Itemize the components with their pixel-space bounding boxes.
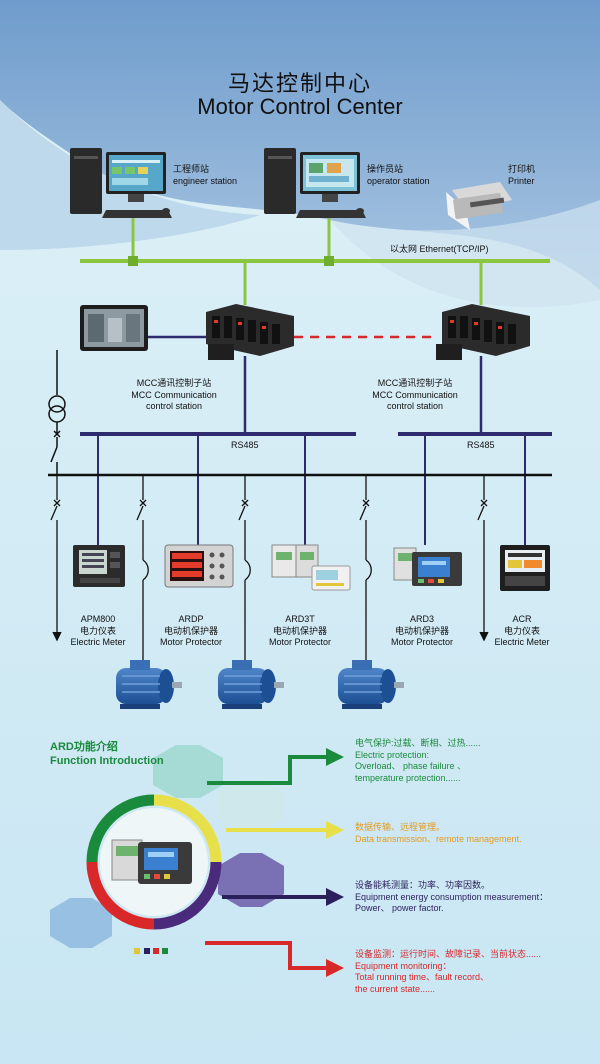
hexagon (153, 745, 223, 798)
ethernet-label: 以太网 Ethernet(TCP/IP) (390, 244, 489, 254)
device-label-ard3: ARD3 电动机保护器 Motor Protector (390, 614, 454, 647)
printer-icon (446, 182, 512, 230)
feeder-ard3 (359, 475, 372, 672)
feeder-acr (477, 475, 489, 642)
function-data-transmission: 数据传输、远程管理。 Data transmission、remote mana… (355, 822, 522, 844)
function-heading: ARD功能介绍 Function Introduction (50, 741, 164, 767)
hexagon (218, 853, 284, 907)
arrow-energy-measurement (222, 888, 344, 906)
mcc-controller-left-icon (206, 304, 294, 360)
ethernet-node (324, 256, 334, 266)
motor-icon (218, 660, 284, 709)
device-label-ard3t: ARD3T 电动机保护器 Motor Protector (268, 614, 332, 647)
arrow-data-transmission (226, 821, 344, 839)
printer-label: 打印机 Printer (508, 164, 536, 186)
ard3t-device-icon (271, 544, 351, 591)
hmi-panel-icon (80, 305, 148, 351)
acr-device-icon (500, 545, 550, 591)
function-electric-protection: 电气保护:过载、断相、过热...... Electric protection:… (355, 738, 481, 783)
hexagon (218, 780, 284, 830)
rs485-left-label: RS485 (231, 440, 259, 450)
mcc-station-left-label: MCC通讯控制子站 MCC Communication control stat… (131, 378, 217, 411)
mcc-controller-right-icon (436, 304, 530, 360)
rs485-right-label: RS485 (467, 440, 495, 450)
arrow-electric-protection (207, 748, 344, 785)
apm800-device-icon (73, 545, 125, 587)
top-band (0, 0, 600, 290)
mid-swoosh (330, 200, 600, 308)
motor-icon (338, 660, 404, 709)
feeder-ard3t (238, 475, 251, 672)
function-ring (86, 794, 222, 930)
ard3-device-icon (393, 547, 462, 586)
arrow-equipment-monitoring (205, 941, 344, 977)
hexagon (50, 898, 112, 948)
device-label-acr: ACR 电力仪表 Electric Meter (494, 614, 550, 647)
operator-station-label: 操作员站 operator station (367, 164, 430, 186)
motor-icon (116, 660, 182, 709)
device-label-ardp: ARDP 电动机保护器 Motor Protector (159, 614, 223, 647)
mcc-station-right-label: MCC通讯控制子站 MCC Communication control stat… (372, 378, 458, 411)
color-dots (134, 948, 168, 954)
engineer-station-label: 工程师站 engineer station (173, 164, 238, 186)
feeder-apm800 (50, 475, 62, 642)
engineer-station-icon (70, 148, 172, 218)
page-title-cn: 马达控制中心 (227, 71, 372, 96)
transformer-icon (48, 350, 66, 475)
ard-device-icon (111, 839, 192, 884)
ardp-device-icon (164, 544, 234, 588)
page-title-en: Motor Control Center (197, 94, 403, 119)
device-label-apm800: APM800 电力仪表 Electric Meter (70, 614, 126, 647)
top-band-swoosh (0, 100, 260, 250)
feeder-ardp (136, 475, 152, 673)
function-equipment-monitoring: 设备监测：运行时间、故障记录、当前状态...... Equipment moni… (355, 949, 542, 994)
function-energy-measurement: 设备能耗测量：功率、功率因数。 Equipment energy consump… (355, 880, 549, 913)
ethernet-node (128, 256, 138, 266)
operator-station-icon (264, 148, 366, 218)
